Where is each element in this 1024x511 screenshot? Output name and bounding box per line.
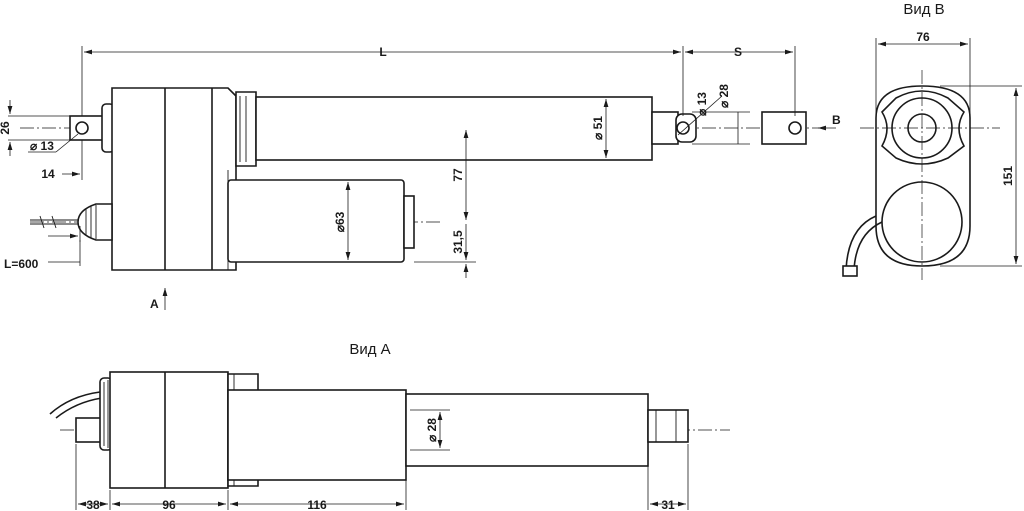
end-plate [875, 85, 971, 267]
outer-tube [255, 96, 653, 161]
motor-body [227, 179, 405, 263]
dim-26-label: 26 [0, 121, 12, 135]
rear-eye-diameter-label: ⌀ 13 [30, 139, 54, 153]
dim-76-label: 76 [916, 30, 930, 44]
view-b: Вид B 76 151 [842, 1, 1022, 280]
cable-side [845, 215, 883, 271]
axis-spacing-label: 77 [451, 168, 465, 182]
cable-end [842, 265, 858, 277]
dim-L-label: L [379, 45, 386, 59]
front-eye-diameter-label: ⌀ 13 [695, 92, 709, 116]
rear-eye-leader [55, 133, 79, 153]
gear-housing [111, 87, 237, 271]
rod-end [651, 111, 679, 145]
front-eye-hole [676, 121, 690, 135]
dim-14-label: 14 [41, 167, 55, 181]
cable-gland [77, 203, 113, 241]
view-b-title: Вид B [903, 1, 944, 18]
dim-S-label: S [734, 45, 742, 59]
view-a-rod-end [647, 409, 689, 443]
view-a-motor [227, 389, 407, 481]
flange-seal-lines [239, 96, 247, 162]
side-view: L S 26 ⌀ 13 14 L=600 ⌀ 13 ⌀ 28 [0, 45, 841, 311]
extended-rod-end [761, 111, 807, 145]
view-b-arrow-label: B [832, 113, 841, 127]
dim-151-label: 151 [1001, 166, 1015, 186]
view-a-gland-ribs [103, 380, 109, 448]
end-flange [880, 90, 966, 165]
view-a-rod-detail [655, 410, 677, 442]
motor-end-cap [403, 195, 415, 249]
view-a-title: Вид A [349, 341, 390, 358]
view-a-housing [109, 371, 229, 489]
view-a-tube [405, 393, 649, 467]
gland-ribs [85, 205, 97, 239]
rear-eye-hole [75, 121, 89, 135]
dim-38-label: 38 [86, 498, 100, 511]
motor-offset-label: 31,5 [451, 230, 465, 254]
rod-diameter-label: ⌀ 28 [717, 84, 731, 108]
dim-96-label: 96 [162, 498, 176, 511]
view-a-arrow-label: A [150, 297, 159, 311]
view-a-rod-diameter-label: ⌀ 28 [425, 418, 439, 442]
tube-diameter-label: ⌀ 51 [591, 116, 605, 140]
view-a-cable [49, 391, 103, 419]
cable-wires [30, 215, 78, 229]
front-eye-leader [677, 95, 723, 136]
dim-116-label: 116 [307, 498, 327, 511]
extended-eye-hole [788, 121, 802, 135]
view-a: Вид A ⌀ 28 38 96 116 [49, 341, 730, 511]
motor-diameter-label: ⌀63 [333, 211, 347, 232]
dim-31-label: 31 [661, 498, 675, 511]
cable-length-label: L=600 [4, 257, 39, 271]
